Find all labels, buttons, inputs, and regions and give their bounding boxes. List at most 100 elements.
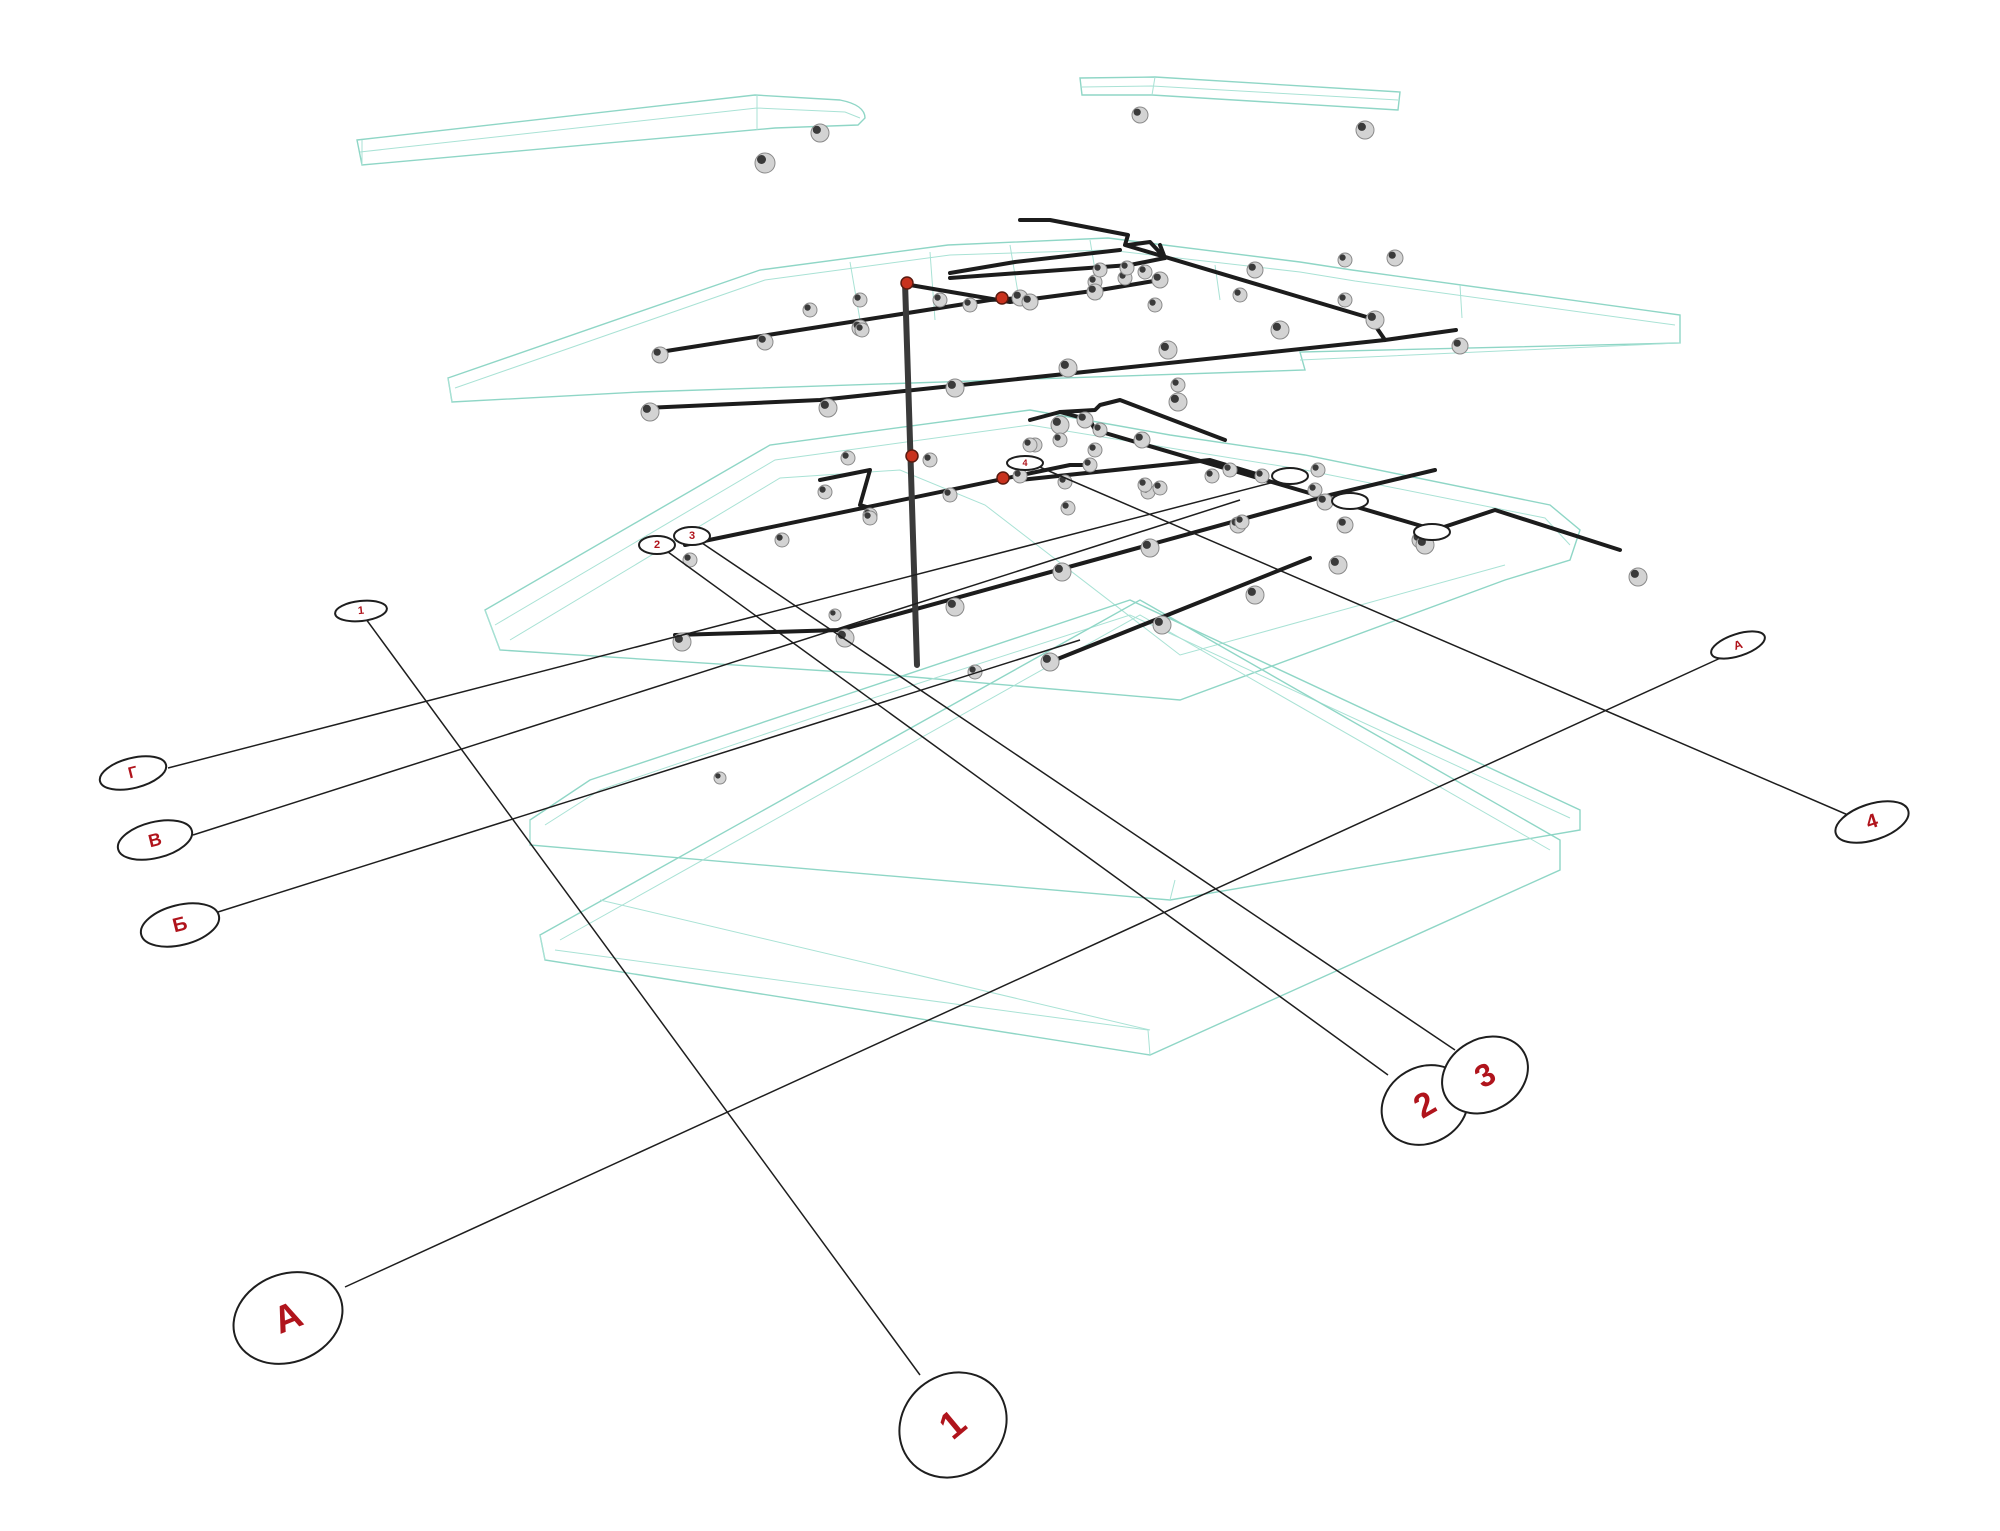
leader-axis-A <box>344 649 1739 1288</box>
lower-floor-slab <box>529 599 1581 901</box>
branch-pipe-middle-6 <box>1018 458 1262 482</box>
slab-wireframes <box>356 76 1681 1056</box>
sprinkler-head <box>1076 411 1094 429</box>
upper-floor-piping <box>643 218 1458 410</box>
upper-floor-slab <box>447 237 1681 403</box>
far-marker-G <box>1271 467 1309 485</box>
sprinkler-head <box>1336 516 1354 534</box>
sprinkler-head <box>828 608 842 622</box>
sprinkler-head <box>713 771 727 785</box>
sprinkler-head <box>922 452 938 468</box>
sprinkler-head <box>1086 283 1104 301</box>
sprinkler-head <box>1245 585 1265 605</box>
sprinkler-head <box>818 398 838 418</box>
leader-axis-G <box>167 477 1291 769</box>
sprinkler-head <box>1052 562 1072 582</box>
sprinkler-head <box>672 632 692 652</box>
sprinkler-head <box>854 322 870 338</box>
valve <box>900 276 914 290</box>
axis-label-1-small: 1 <box>357 605 364 618</box>
sprinkler-head <box>810 123 830 143</box>
axis-label-3-small: 3 <box>689 530 695 542</box>
sprinkler-head <box>802 302 818 318</box>
sprinkler-head <box>1040 652 1060 672</box>
middle-floor-slab <box>484 409 1581 701</box>
far-marker-B <box>1413 523 1451 541</box>
axis-bubble-4-small: 4 <box>1006 455 1044 471</box>
sprinkler-head <box>1451 337 1469 355</box>
axis-label-B: Б <box>170 913 189 938</box>
sprinkler-head <box>651 346 669 364</box>
sprinkler-head <box>840 450 856 466</box>
sprinkler-head <box>962 297 978 313</box>
valve <box>905 449 919 463</box>
sprinkler-head <box>1254 468 1270 484</box>
branch-pipe-middle-3 <box>1028 410 1622 552</box>
sprinkler-head <box>1151 271 1169 289</box>
sprinkler-head <box>1050 415 1070 435</box>
branch-pipe-middle-5 <box>1053 556 1312 662</box>
sprinkler-head <box>967 664 983 680</box>
branch-pipe-upper-6 <box>948 248 1122 275</box>
sprinkler-head <box>1082 457 1098 473</box>
leader-axis-1 <box>362 614 921 1376</box>
sprinkler-head <box>942 487 958 503</box>
axis-bubble-A-large: А <box>232 1271 344 1365</box>
axis-label-2-small: 2 <box>654 539 660 551</box>
branch-pipe-upper-5 <box>1126 240 1167 260</box>
axis-bubble-G: Г <box>98 755 168 791</box>
axis-label-4-small: 4 <box>1022 458 1027 468</box>
axis-bubble-3-small: 3 <box>673 526 711 546</box>
sprinkler-head <box>1021 293 1039 311</box>
roof-slab-right <box>1079 76 1401 111</box>
sprinkler-head <box>1337 252 1353 268</box>
sprinkler-head <box>1131 106 1149 124</box>
axis-bubble-A-small: А <box>1710 630 1766 660</box>
branch-pipe-upper-1 <box>1018 218 1387 342</box>
sprinkler-head <box>1052 432 1068 448</box>
sprinkler-head <box>1022 437 1038 453</box>
axis-label-V: В <box>146 829 163 852</box>
leader-axis-V <box>192 499 1241 836</box>
sprinkler-head <box>1012 468 1028 484</box>
sprinkler-head <box>1137 264 1153 280</box>
axis-bubble-B: Б <box>139 902 221 948</box>
sprinkler-head <box>862 510 878 526</box>
axis-bubbles: А 1 2 3 4 Б В <box>98 455 1910 1479</box>
sprinkler-head <box>1628 567 1648 587</box>
basement-slab <box>539 599 1561 1056</box>
axis-bubble-1-large: 1 <box>898 1371 1008 1479</box>
sprinkler-head <box>640 402 660 422</box>
sprinkler-head <box>817 484 833 500</box>
sprinkler-head <box>852 292 868 308</box>
sprinkler-head <box>1386 249 1404 267</box>
sprinkler-head <box>1170 377 1186 393</box>
sprinkler-head <box>1204 468 1220 484</box>
roof-slab-left <box>356 94 866 166</box>
valves <box>900 276 1010 485</box>
leader-axis-4 <box>1034 464 1849 816</box>
sprinkler-head <box>1222 462 1238 478</box>
sprinkler-head <box>1168 392 1188 412</box>
sprinkler-head <box>1355 120 1375 140</box>
sprinkler-head <box>756 333 774 351</box>
sprinkler-head <box>945 597 965 617</box>
sprinkler-head <box>1316 493 1334 511</box>
sprinkler-head <box>932 292 948 308</box>
axis-bubble-V: В <box>116 819 194 861</box>
sprinkler-head <box>1092 262 1108 278</box>
sprinkler-head <box>1140 538 1160 558</box>
sprinkler-head <box>1147 297 1163 313</box>
branch-pipe-upper-3 <box>908 278 1162 304</box>
valve <box>995 291 1009 305</box>
axis-leader-lines <box>167 464 1849 1376</box>
sprinkler-head <box>1232 287 1248 303</box>
far-marker-V <box>1331 492 1369 510</box>
axis-bubble-2-small: 2 <box>638 535 676 555</box>
sprinkler-head <box>1152 615 1172 635</box>
leader-axis-B <box>217 639 1081 913</box>
leader-axis-2 <box>667 551 1389 1076</box>
axis-label-G: Г <box>127 764 140 783</box>
sprinkler-head <box>1060 500 1076 516</box>
